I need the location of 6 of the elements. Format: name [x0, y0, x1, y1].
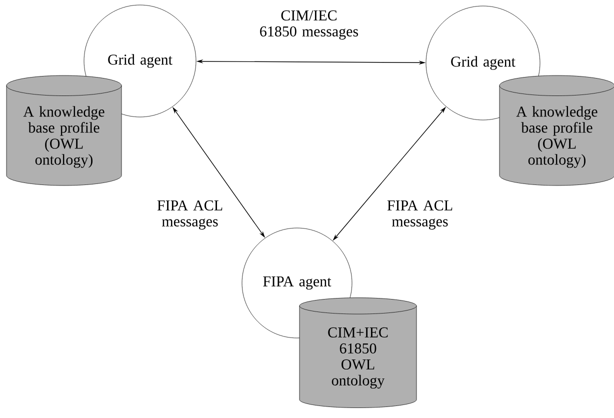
- edge-label: FIPA ACL messages: [149, 199, 231, 231]
- database-cylinder: A knowledge base profile (OWL ontology): [6, 75, 122, 186]
- edge-label: CIM/IEC 61850 messages: [253, 9, 365, 41]
- database-cylinder: CIM+IEC 61850 OWL ontology: [299, 298, 417, 408]
- database-cylinder: A knowledge base profile (OWL ontology): [499, 75, 614, 186]
- edge-label: FIPA ACL messages: [379, 199, 461, 231]
